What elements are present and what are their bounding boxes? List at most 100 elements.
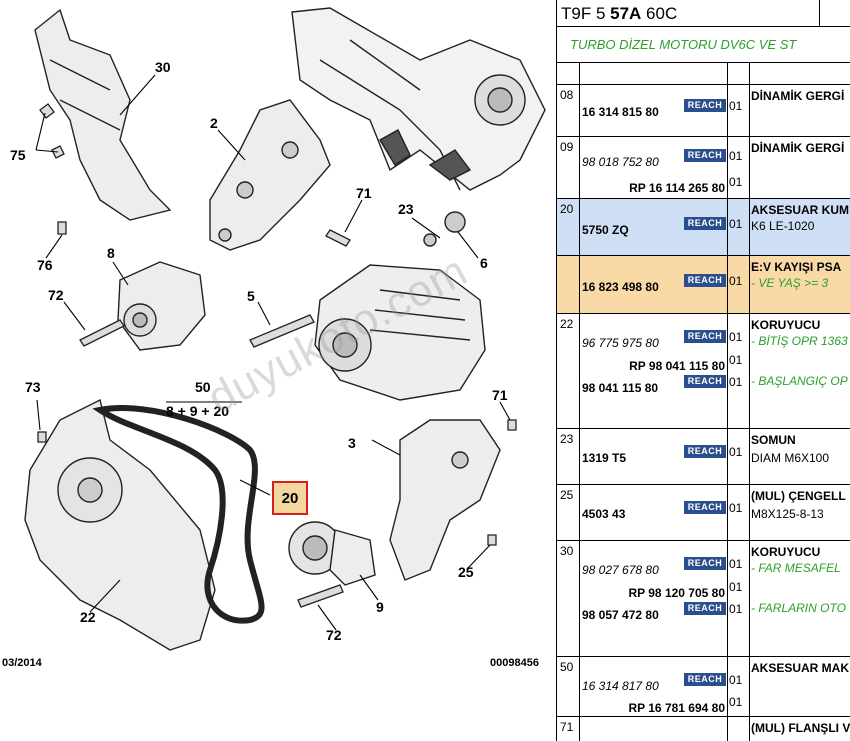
quantity: 01 — [729, 175, 743, 189]
part-number[interactable]: 4503 43 — [582, 507, 626, 521]
tensioner-part-8 — [117, 261, 206, 351]
selected-callout-label: 20 — [281, 489, 299, 507]
reach-badge: REACH — [684, 99, 726, 112]
part-number[interactable]: 98 041 115 80 — [582, 381, 659, 395]
bracket-part-2 — [209, 99, 331, 251]
description-line: AKSESUAR KUM — [751, 203, 850, 217]
callout-2: 2 — [210, 115, 218, 131]
part-number[interactable]: RP 16 114 265 80 — [629, 181, 725, 195]
description-line: DİNAMİK GERGİ — [751, 89, 845, 103]
callout-8-9-20: 8 + 9 + 20 — [166, 403, 229, 419]
description-cell: AKSESUAR KUM K6 LE-1020 — [749, 199, 850, 255]
exploded-parts-diagram: 30 2 75 71 23 6 8 76 72 5 73 50 8 + 9 + … — [2, 7, 546, 669]
belt-part-20 — [92, 405, 265, 624]
part-number[interactable]: 16 823 498 80 — [582, 280, 659, 294]
reach-badge: REACH — [684, 217, 726, 230]
part-number-cell: 16 314 815 80 REACH — [580, 85, 728, 136]
quantity-cell: 01 — [727, 199, 750, 255]
part-number[interactable]: 16 314 817 80 — [582, 679, 659, 693]
callout-25: 25 — [458, 564, 474, 580]
reach-badge: REACH — [684, 602, 726, 615]
description-cell: (MUL) FLANŞLI V — [749, 717, 850, 741]
part-number-cell: 16 823 498 80 REACH — [580, 256, 728, 313]
code-suffix: 60C — [641, 4, 678, 23]
description-cell: SOMUN DIAM M6X100 — [749, 429, 850, 484]
part-number[interactable]: RP 98 041 115 80 — [629, 359, 725, 373]
description-cell: KORUYUCU- BİTİŞ OPR 1363- BAŞLANGIÇ OP — [749, 314, 850, 428]
quantity: 01 — [729, 580, 743, 594]
code-prefix: T9F 5 — [561, 4, 611, 23]
description-line: AKSESUAR MAK — [751, 661, 850, 675]
description-line: E:V KAYIŞI PSA — [751, 260, 842, 274]
reach-badge: REACH — [684, 274, 726, 287]
callout-labels: 30 2 75 71 23 6 8 76 72 5 73 50 8 + 9 + … — [2, 59, 539, 669]
quantity: 01 — [729, 673, 743, 687]
row-ref — [557, 256, 580, 313]
part-row[interactable]: 71(MUL) FLANŞLI V — [557, 717, 850, 741]
selected-callout-20[interactable]: 20 — [272, 481, 308, 515]
callout-50: 50 — [195, 379, 211, 395]
description-line: DİNAMİK GERGİ — [751, 141, 845, 155]
description-line: K6 LE-1020 — [751, 219, 815, 233]
row-ref: 08 — [557, 85, 580, 136]
diagram-number: 00098456 — [490, 657, 539, 669]
quantity-cell: 01 — [727, 256, 750, 313]
quantity: 01 — [729, 353, 743, 367]
catalog-code-header: T9F 5 57A 60C — [557, 0, 850, 27]
part-number[interactable]: 5750 ZQ — [582, 223, 629, 237]
callout-22: 22 — [80, 609, 96, 625]
quantity: 01 — [729, 602, 743, 616]
part-number[interactable]: RP 98 120 705 80 — [628, 586, 725, 600]
quantity: 01 — [729, 501, 743, 515]
part-number[interactable]: 1319 T5 — [582, 451, 627, 465]
description-line: - FARLARIN OTO — [751, 601, 846, 615]
description-line: SOMUN — [751, 433, 796, 447]
callout-75: 75 — [10, 147, 26, 163]
quantity: 01 — [729, 217, 743, 231]
upper-cover-part-30 — [34, 8, 172, 221]
bracket-part-3 — [389, 419, 501, 581]
description-line: DIAM M6X100 — [751, 451, 830, 465]
engine-title: TURBO DİZEL MOTORU DV6C VE ST — [557, 27, 850, 63]
quantity-cell: 01 — [727, 485, 750, 540]
description-line: KORUYUCU — [751, 545, 821, 559]
reach-badge: REACH — [684, 445, 726, 458]
description-line: - FAR MESAFEL — [751, 561, 841, 575]
part-number-cell: 98 027 678 80 REACH RP 98 120 705 80 98 057… — [580, 541, 728, 656]
reach-badge: REACH — [684, 557, 726, 570]
callout-72-left: 72 — [48, 287, 64, 303]
part-number[interactable]: 98 027 678 80 — [582, 563, 659, 577]
part-number[interactable]: RP 16 781 694 80 — [628, 701, 725, 715]
row-ref: 22 — [557, 314, 580, 428]
part-number-cell: 1319 T5 REACH — [580, 429, 728, 484]
row-ref: 09 — [557, 137, 580, 198]
callout-72-bottom: 72 — [326, 627, 342, 643]
part-number[interactable]: 96 775 975 80 — [582, 336, 659, 350]
quantity: 01 — [729, 330, 743, 344]
row-ref: 50 — [557, 657, 580, 716]
callout-6: 6 — [480, 255, 488, 271]
description-line: - VE YAŞ >= 3 — [751, 276, 829, 290]
engine-block-drawing — [291, 7, 546, 191]
part-number[interactable]: 98 057 472 80 — [582, 608, 659, 622]
row-ref: 23 — [557, 429, 580, 484]
part-number-cell: 5750 ZQ REACH — [580, 199, 728, 255]
part-number[interactable]: 16 314 815 80 — [582, 105, 659, 119]
part-number[interactable]: 98 018 752 80 — [582, 155, 659, 169]
quantity-cell: 01 — [727, 429, 750, 484]
row-ref: 30 — [557, 541, 580, 656]
